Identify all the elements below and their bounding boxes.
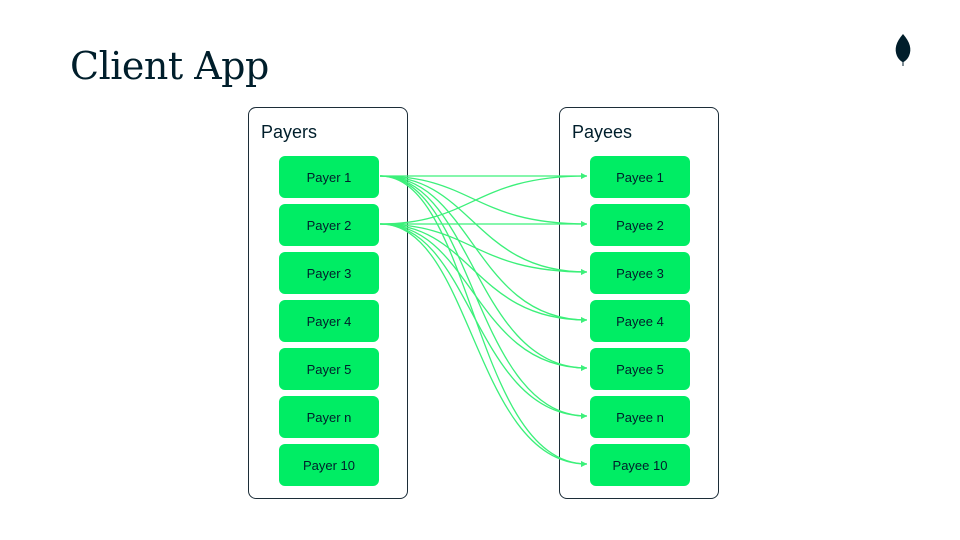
payer-node[interactable]: Payer 10 [279,444,379,486]
payer-node[interactable]: Payer 5 [279,348,379,390]
payer-node[interactable]: Payer 3 [279,252,379,294]
edge-payer-2-to-payee-5 [379,223,588,371]
edge-payer-2-to-payee-10 [379,223,588,467]
edge-payer-1-to-payee-n [379,175,588,419]
edge-payer-1-to-payee-3 [379,175,588,275]
leaf-icon [895,34,911,66]
payee-node[interactable]: Payee 1 [590,156,690,198]
edge-payer-2-to-payee-1 [379,173,588,225]
payee-node[interactable]: Payee 4 [590,300,690,342]
payers-panel: Payers Payer 1 Payer 2 Payer 3 Payer 4 Payer… [248,107,408,499]
payees-panel: Payees Payee 1 Payee 2 Payee 3 Payee 4 Payee… [559,107,719,499]
edge-payer-1-to-payee-5 [379,175,588,371]
edge-payer-2-to-payee-4 [379,223,588,323]
edge-payer-1-to-payee-4 [379,175,588,323]
payee-node[interactable]: Payee 2 [590,204,690,246]
payees-label: Payees [572,122,633,142]
edge-payer-2-to-payee-n [379,223,588,419]
payer-node[interactable]: Payer n [279,396,379,438]
payer-node[interactable]: Payer 1 [279,156,379,198]
payee-node[interactable]: Payee n [590,396,690,438]
payers-label: Payers [261,122,318,142]
page-title: Client App [70,44,269,88]
payer-node[interactable]: Payer 4 [279,300,379,342]
payee-node[interactable]: Payee 10 [590,444,690,486]
payee-node[interactable]: Payee 3 [590,252,690,294]
payer-node[interactable]: Payer 2 [279,204,379,246]
edge-payer-1-to-payee-2 [379,175,588,227]
edge-payer-1-to-payee-10 [379,175,588,467]
payee-node[interactable]: Payee 5 [590,348,690,390]
edge-payer-2-to-payee-3 [379,223,588,275]
